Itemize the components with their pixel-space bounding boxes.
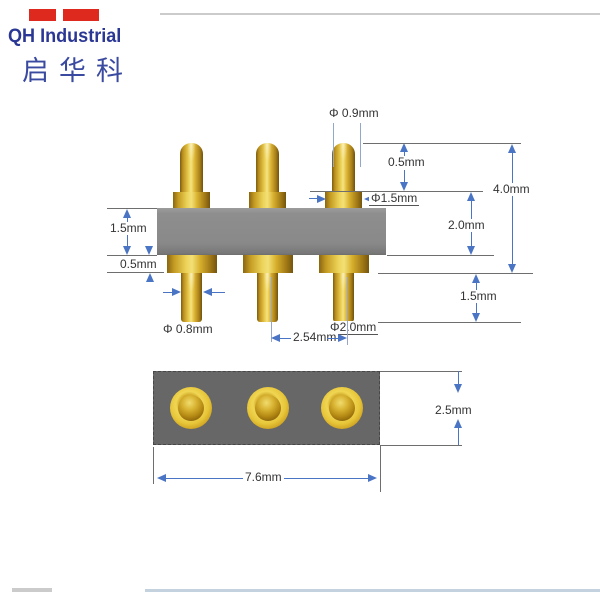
dim-stem — [458, 428, 459, 445]
ref-line-flange-bottom — [378, 273, 533, 274]
pin2-upper-collar — [249, 192, 286, 208]
pin1-ball — [178, 395, 204, 421]
pin1-plunger — [180, 143, 203, 192]
dim-stem — [280, 338, 292, 339]
dim-arrow — [172, 288, 181, 296]
dim-arrow — [203, 288, 212, 296]
ext-line-body-right — [380, 445, 381, 492]
footer-tick — [12, 588, 52, 592]
dim-tip-diameter-label: Φ 0.9mm — [327, 106, 381, 120]
pin3-upper-collar — [325, 192, 362, 208]
dim-arrow — [472, 313, 480, 322]
dim-stroke-label: 0.5mm — [386, 155, 427, 169]
ext-line-body-left — [153, 447, 154, 484]
dim-arrow — [317, 195, 326, 203]
header-rule — [160, 13, 600, 15]
dim-plunger-diameter-label: Φ1.5mm — [369, 191, 420, 206]
pin1-flange — [167, 255, 217, 273]
pin2-flange — [243, 255, 293, 273]
dim-stem — [163, 292, 172, 293]
dim-stem — [212, 292, 225, 293]
dim-arrow — [467, 246, 475, 255]
dim-arrow — [400, 182, 408, 191]
dim-line — [512, 152, 513, 264]
dim-arrow — [364, 195, 373, 203]
ref-line-housing-bottom-left — [107, 255, 157, 256]
ref-line-flange-bottom-left — [107, 272, 164, 273]
dim-arrow — [508, 264, 516, 273]
ref-line-body-bottom — [380, 445, 462, 446]
dim-upper-body-label: 2.0mm — [446, 218, 487, 232]
dim-stem — [284, 478, 368, 479]
dim-arrow — [400, 143, 408, 152]
pin2-tail — [257, 273, 278, 322]
logo-red-bar-1 — [29, 9, 56, 21]
pin2-ball — [255, 395, 281, 421]
dim-housing-thickness-label: 1.5mm — [108, 221, 149, 235]
company-logo-text: QH Industrial — [8, 26, 122, 47]
logo-red-bar-2 — [63, 9, 99, 21]
dim-arrow — [338, 334, 347, 342]
ref-line-tail-tip — [378, 322, 521, 323]
ext-line-pitch-left — [271, 277, 272, 342]
dim-flange-diameter-label: Φ2.0mm — [328, 320, 379, 335]
dim-arrow — [271, 334, 280, 342]
dim-body-width-label: 7.6mm — [243, 470, 284, 484]
pin3-tail — [333, 273, 354, 322]
dim-arrow — [157, 474, 166, 482]
dim-arrow — [123, 246, 131, 255]
dim-stem — [327, 338, 338, 339]
dim-total-height-label: 4.0mm — [491, 182, 532, 196]
ref-line-housing-bottom-right — [387, 255, 494, 256]
ext-line-tip-right — [360, 123, 361, 167]
dim-arrow — [467, 192, 475, 201]
dim-stem — [166, 478, 243, 479]
dim-stem — [309, 198, 317, 199]
ref-line-collar-top — [310, 191, 483, 192]
dim-stem — [404, 170, 405, 182]
ext-line-tip-left — [333, 123, 334, 167]
pin3-plunger — [332, 143, 355, 192]
dim-tail-length-label: 1.5mm — [458, 289, 499, 303]
connector-housing-side — [157, 208, 386, 255]
pin3-ball — [329, 395, 355, 421]
ref-line-housing-top-left — [107, 208, 157, 209]
pin1-tail — [181, 273, 202, 322]
ref-line-tip — [363, 143, 521, 144]
dim-arrow — [454, 419, 462, 428]
dim-stem — [458, 371, 459, 385]
dim-arrow — [368, 474, 377, 482]
ref-line-body-top — [380, 371, 462, 372]
dim-arrow — [472, 274, 480, 283]
pin1-upper-collar — [173, 192, 210, 208]
dim-arrow — [454, 384, 462, 393]
ext-line-pitch-right — [347, 277, 348, 345]
footer-rule — [145, 589, 600, 592]
pin3-flange — [319, 255, 369, 273]
dim-arrow — [146, 273, 154, 282]
dim-body-height-label: 2.5mm — [433, 403, 474, 417]
company-logo-chinese: 启华科 — [22, 56, 133, 87]
dim-tail-diameter-label: Φ 0.8mm — [161, 322, 215, 336]
dim-arrow — [123, 209, 131, 218]
dim-arrow — [508, 144, 516, 153]
dim-arrow — [145, 246, 153, 255]
dim-pitch-label: 2.54mm — [291, 330, 339, 344]
dim-stem — [404, 152, 405, 157]
dim-flange-lip-label: 0.5mm — [118, 257, 159, 271]
pin2-plunger — [256, 143, 279, 192]
